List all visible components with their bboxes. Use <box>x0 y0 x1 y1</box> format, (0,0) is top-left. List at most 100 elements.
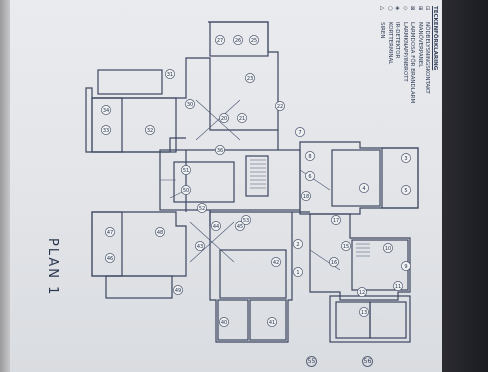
room-number-label: 32 <box>147 128 153 134</box>
room-number-marker <box>331 215 341 225</box>
room-number-marker <box>237 113 247 123</box>
room-number-label: 51 <box>183 168 189 174</box>
room-number-marker <box>211 221 221 231</box>
room-number-label: 47 <box>107 230 113 236</box>
room-number-marker <box>181 185 191 195</box>
room-number-marker <box>383 243 393 253</box>
legend-label: LARMKNAPP/INBROTT <box>402 22 408 82</box>
room-number-marker <box>301 191 311 201</box>
legend-heading: TECKENFÖRKLARING <box>432 6 438 71</box>
room-number-marker <box>101 105 111 115</box>
room-number-label: 27 <box>217 38 223 44</box>
room-number-label: 21 <box>239 116 245 122</box>
room-number-marker <box>195 241 205 251</box>
room-number-marker <box>219 113 229 123</box>
legend-item: ◇ LARMKNAPP/INBROTT <box>401 6 408 103</box>
room-number-label: 23 <box>247 76 253 82</box>
room-number-marker <box>293 239 303 249</box>
room-number-marker <box>329 257 339 267</box>
room-number-label: 17 <box>333 218 339 224</box>
room-number-label: 13 <box>361 310 367 316</box>
room-number-marker <box>401 261 411 271</box>
room-number-label: 33 <box>103 128 109 134</box>
room-number-marker <box>305 151 315 161</box>
room-number-marker <box>359 183 369 193</box>
room-number-marker <box>145 125 155 135</box>
legend: TECKENFÖRKLARING ⊡ NÖDBELYSNINGSKONTAKT ⊞… <box>378 6 439 103</box>
legend-label: LARMDOSA FÖR BRANDLARM <box>409 22 416 104</box>
room-number-label: 8 <box>308 154 311 160</box>
room-number-label: 31 <box>167 72 173 78</box>
room-number-label: 40 <box>221 320 227 326</box>
room-number-marker <box>219 317 229 327</box>
room-number-label: 52 <box>199 206 205 212</box>
burglar-button-icon: ◇ <box>402 6 408 11</box>
room-number-marker <box>275 101 285 111</box>
room-number-label: 16 <box>331 260 337 266</box>
background-left-edge <box>0 0 10 372</box>
plan-title: PLAN 1 <box>45 238 60 297</box>
room-number-label: 53 <box>243 218 249 224</box>
legend-label: NÖDBELYSNINGSKONTAKT <box>424 22 431 94</box>
room-number-label: 46 <box>107 256 113 262</box>
room-number-marker <box>165 69 175 79</box>
room-number-marker <box>357 287 367 297</box>
room-number-marker <box>293 267 303 277</box>
background-right-edge <box>442 0 488 372</box>
room-number-marker <box>249 35 259 45</box>
room-number-marker <box>181 165 191 175</box>
ir-detector-icon: ◈ <box>394 6 401 11</box>
room-number-label: 2 <box>296 242 299 248</box>
legend-label: MANÖVERPANEL <box>417 22 423 68</box>
room-number-marker <box>401 153 411 163</box>
legend-item: △SIREN <box>378 6 386 103</box>
page-number: 56 <box>362 356 373 367</box>
legend-item: ⊞ MANÖVERPANEL <box>416 6 423 103</box>
room-number-label: 45 <box>237 224 243 230</box>
legend-item: ○ KORTTERMINAL <box>386 6 393 103</box>
room-number-marker <box>305 171 315 181</box>
fire-alarm-icon: ⊠ <box>409 6 416 11</box>
control-panel-icon: ⊞ <box>417 6 423 11</box>
room-number-marker <box>215 35 225 45</box>
room-number-marker <box>101 125 111 135</box>
room-number-label: 1 <box>296 270 299 276</box>
room-number-marker <box>155 227 165 237</box>
room-number-label: 12 <box>359 290 365 296</box>
room-number-marker <box>271 257 281 267</box>
room-number-label: 11 <box>395 284 401 290</box>
room-number-label: 44 <box>213 224 219 230</box>
emergency-light-icon: ⊡ <box>424 6 431 11</box>
room-number-label: 42 <box>273 260 279 266</box>
room-number-label: 50 <box>183 188 189 194</box>
room-number-label: 3 <box>404 156 407 162</box>
room-number-marker <box>245 73 255 83</box>
room-number-marker <box>241 215 251 225</box>
legend-item: ⊡ NÖDBELYSNINGSKONTAKT <box>423 6 431 103</box>
room-number-marker <box>359 307 369 317</box>
legend-item: ◈ IR-DETEKTOR <box>393 6 401 103</box>
room-number-label: 43 <box>197 244 203 250</box>
detail-lines <box>160 99 341 271</box>
room-number-label: 9 <box>404 264 407 270</box>
room-number-marker <box>185 99 195 109</box>
room-number-label: 25 <box>251 38 257 44</box>
room-number-label: 36 <box>217 148 223 154</box>
legend-item: ⊠ LARMDOSA FÖR BRANDLARM <box>408 6 416 103</box>
building-outline <box>85 21 419 343</box>
legend-label: KORTTERMINAL <box>387 22 393 65</box>
room-number-label: 20 <box>221 116 227 122</box>
room-number-label: 26 <box>235 38 241 44</box>
legend-label: IR-DETEKTOR <box>394 22 401 59</box>
page-number: 55 <box>306 356 317 367</box>
card-terminal-icon: ○ <box>387 6 393 11</box>
stair-hatching <box>250 159 370 257</box>
room-number-label: 5 <box>404 188 407 194</box>
room-number-label: 49 <box>175 288 181 294</box>
room-number-marker <box>105 227 115 237</box>
room-number-marker <box>105 253 115 263</box>
room-number-marker <box>197 203 207 213</box>
room-number-marker <box>401 185 411 195</box>
siren-icon: △ <box>379 6 386 11</box>
